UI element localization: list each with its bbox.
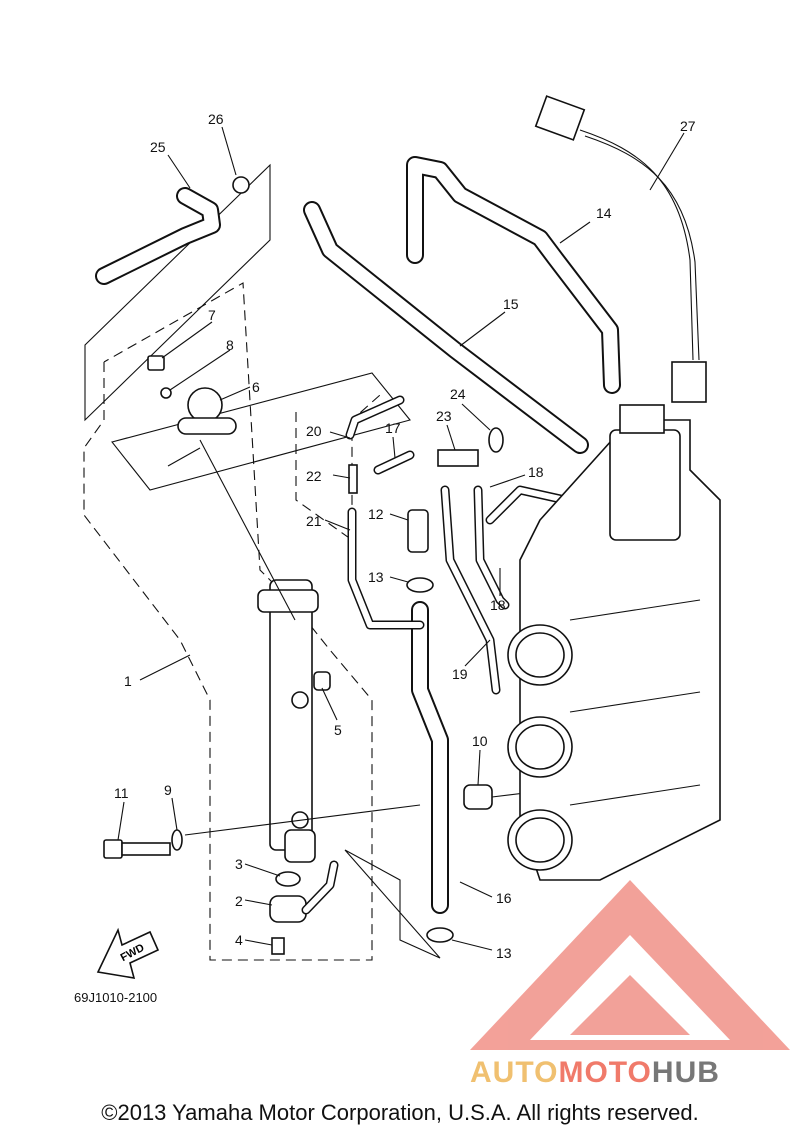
sub-assembly-boundary (295, 394, 381, 542)
pressure-regulator-6 (187, 387, 223, 423)
callout-8: 8 (226, 337, 234, 353)
copyright-notice: ©2013 Yamaha Motor Corporation, U.S.A. A… (101, 1100, 699, 1125)
callout-16: 16 (496, 890, 512, 906)
washer-9 (171, 829, 183, 851)
callout-19: 19 (452, 666, 468, 682)
callout-12: 12 (368, 506, 384, 522)
watermark-brand-hub: HUB (651, 1056, 720, 1089)
leader-lines (117, 126, 685, 951)
callout-1: 1 (124, 673, 132, 689)
screw-4 (271, 937, 285, 955)
joint-13-frame (344, 849, 441, 959)
callout-23: 23 (436, 408, 452, 424)
callout-13-upper: 13 (368, 569, 384, 585)
callout-27: 27 (680, 118, 696, 134)
fwd-arrow-icon (96, 927, 160, 979)
callout-25: 25 (150, 139, 166, 155)
callout-22: 22 (306, 468, 322, 484)
callout-2: 2 (235, 893, 243, 909)
callout-14: 14 (596, 205, 612, 221)
callout-10: 10 (472, 733, 488, 749)
callout-13-lower: 13 (496, 945, 512, 961)
assembly-boundary (83, 282, 373, 961)
watermark-brand-auto: AUTO (470, 1056, 559, 1089)
callout-3: 3 (235, 856, 243, 872)
o-ring-3 (275, 871, 301, 887)
cap-5 (313, 671, 331, 691)
callout-26: 26 (208, 111, 224, 127)
clamp-26 (232, 176, 250, 194)
callout-15: 15 (503, 296, 519, 312)
sensor-10 (463, 784, 493, 810)
callout-18-upper: 18 (528, 464, 544, 480)
fitting-22 (348, 464, 358, 494)
callout-21: 21 (306, 513, 322, 529)
hose-25-frame (84, 163, 271, 422)
fitting-2 (269, 895, 307, 923)
callout-4: 4 (235, 932, 243, 948)
regulator-frame (111, 372, 411, 491)
callout-11: 11 (114, 785, 129, 801)
bolt-7 (147, 355, 165, 371)
callout-5: 5 (334, 722, 342, 738)
diagram-code: 69J1010-2100 (74, 990, 158, 1005)
callout-7: 7 (208, 307, 216, 323)
callout-18-lower: 18 (490, 597, 506, 613)
connector-27 (534, 95, 586, 141)
joint-23 (437, 449, 479, 467)
throttle-body (507, 404, 721, 881)
callout-9: 9 (164, 782, 172, 798)
connector-27-end (671, 361, 707, 403)
automotohub-logo (470, 880, 790, 1050)
callout-24: 24 (450, 386, 466, 402)
washer-8 (160, 387, 172, 399)
watermark-brand-moto: MOTO (558, 1056, 652, 1089)
watermark-brand: AUTOMOTOHUB (470, 1056, 720, 1090)
callout-20: 20 (306, 423, 322, 439)
joint-13-upper (406, 577, 434, 593)
valve-12 (407, 509, 429, 553)
callout-6: 6 (252, 379, 260, 395)
fuel-rail-1 (269, 579, 313, 851)
callout-17: 17 (385, 420, 401, 436)
clip-24 (488, 427, 504, 453)
bolt-11 (103, 839, 123, 859)
joint-13-lower (426, 927, 454, 943)
